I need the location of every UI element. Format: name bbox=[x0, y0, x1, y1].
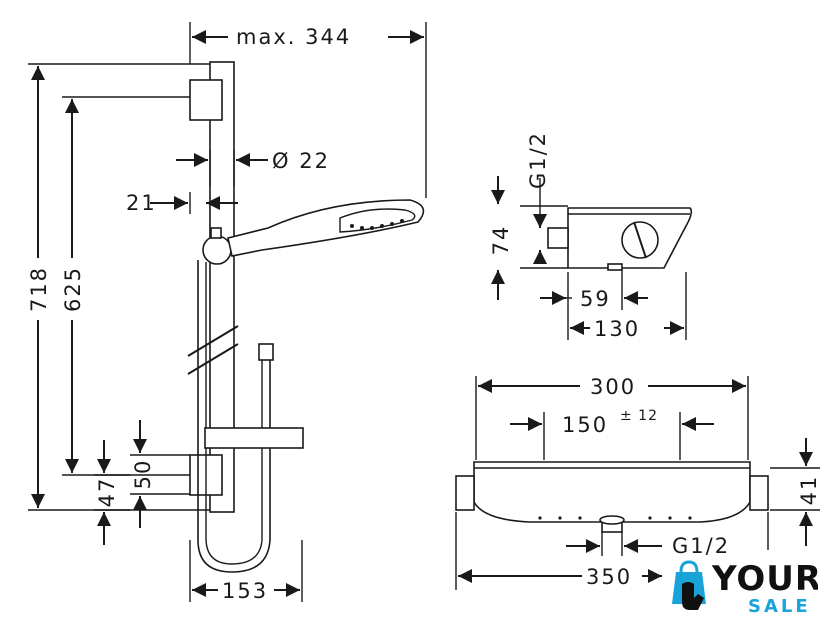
slider-knob bbox=[202, 235, 232, 265]
thermostat-body-front bbox=[473, 461, 751, 523]
dim-153: 153 bbox=[222, 579, 268, 603]
dim-625: 625 bbox=[61, 266, 85, 312]
dim-thread-g12-bottom: G1/2 bbox=[672, 534, 730, 558]
dim-130: 130 bbox=[594, 317, 640, 341]
shopping-bag-hand-icon bbox=[672, 560, 706, 610]
spray-nozzles bbox=[350, 219, 404, 230]
thermostat-side-view: G1/2 74 59 130 bbox=[489, 131, 693, 341]
logo-word-sale: SALE bbox=[748, 596, 811, 616]
dim-350: 350 bbox=[586, 565, 632, 589]
break-line-1 bbox=[187, 325, 239, 357]
thermostat-front-view: 300 150 ± 12 41 G1/2 350 bbox=[455, 375, 821, 590]
dim-59: 59 bbox=[580, 287, 611, 311]
dim-47: 47 bbox=[95, 477, 119, 508]
thermostat-end-cap-right bbox=[749, 475, 769, 511]
dim-diameter-22: Ø 22 bbox=[272, 149, 330, 173]
dim-50: 50 bbox=[131, 459, 155, 490]
dim-718: 718 bbox=[27, 266, 51, 312]
dim-150: 150 bbox=[562, 413, 608, 437]
dim-tolerance: ± 12 bbox=[620, 408, 658, 424]
dim-41: 41 bbox=[797, 475, 821, 506]
dim-21: 21 bbox=[126, 191, 157, 215]
logo-word-your: YOUR bbox=[711, 559, 818, 599]
shower-hose-inner bbox=[205, 262, 263, 565]
hand-shower-body bbox=[227, 199, 425, 257]
dim-max-344: max. 344 bbox=[236, 25, 351, 49]
dim-thread-g12-top: G1/2 bbox=[526, 131, 550, 189]
hose-connector bbox=[258, 343, 274, 361]
dim-300: 300 bbox=[590, 375, 636, 399]
top-wall-bracket bbox=[189, 79, 223, 121]
thermostat-inlet-side bbox=[547, 227, 569, 249]
your-sale-logo: YOUR SALE bbox=[672, 559, 818, 616]
shower-hose bbox=[197, 260, 271, 573]
shower-rail-set: max. 344 718 625 Ø 22 21 50 bbox=[24, 22, 427, 603]
thermostat-dots bbox=[538, 516, 692, 520]
soap-shelf bbox=[204, 427, 304, 449]
dim-74: 74 bbox=[489, 225, 513, 256]
thermostat-end-cap-left bbox=[455, 475, 475, 511]
slider-cap bbox=[210, 227, 222, 239]
break-line-2 bbox=[187, 343, 239, 375]
hand-shower-spray-face bbox=[339, 208, 416, 233]
